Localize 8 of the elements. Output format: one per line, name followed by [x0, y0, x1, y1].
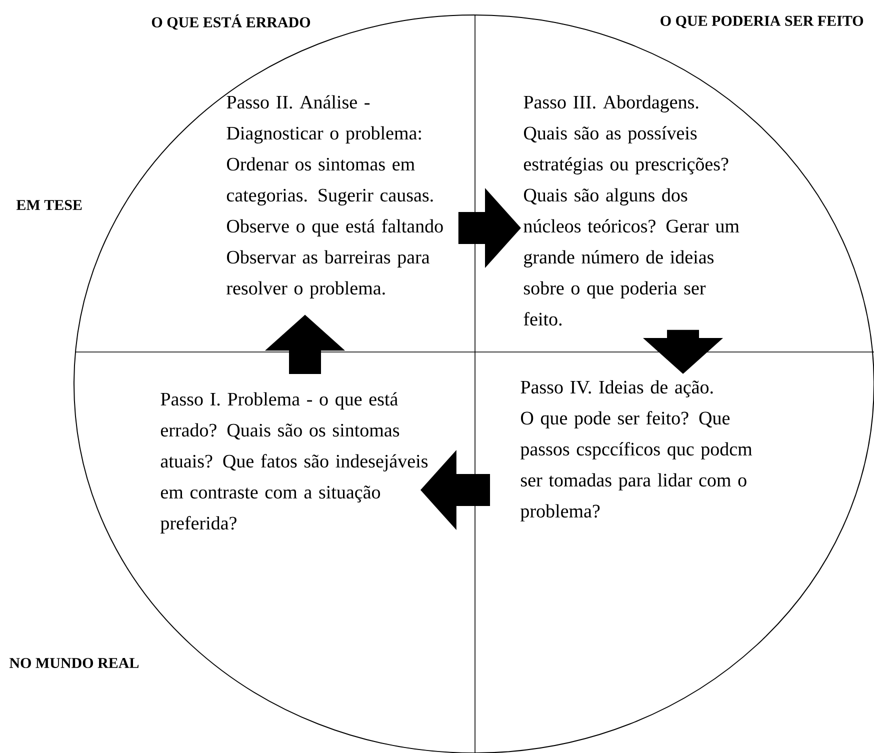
- step-text: Passo IV. Ideias de ação. O que pode ser feito? Que passos cspccíficos quc podcm ser tomadas para lidar com o problema?: [520, 380, 752, 522]
- axis-label: O QUE PODERIA SER FEITO: [660, 16, 864, 28]
- axis-label: NO MUNDO REAL: [9, 658, 139, 668]
- axis-label: O QUE ESTÁ ERRADO: [152, 14, 310, 30]
- axis-label: EM TESE: [16, 200, 82, 210]
- step-text: Passo III. Abordagens. Quais são as possíveis estratégias ou prescrições? Quais são alguns dos núcleos teóricos? Gerar um grande número de ideias sobre o que poderia ser feito.: [524, 95, 740, 326]
- step-text: Passo II. Análise - Diagnosticar o problema: Ordenar os sintomas em categorias. Sugerir causas. Observe o que está faltando Observar as barreiras para resolver o problema.: [226, 95, 443, 298]
- step-text: Passo I. Problema - o que está errado? Quais são os sintomas atuais? Que fatos são indesejáveis em contraste com a situação preferida?: [160, 392, 428, 534]
